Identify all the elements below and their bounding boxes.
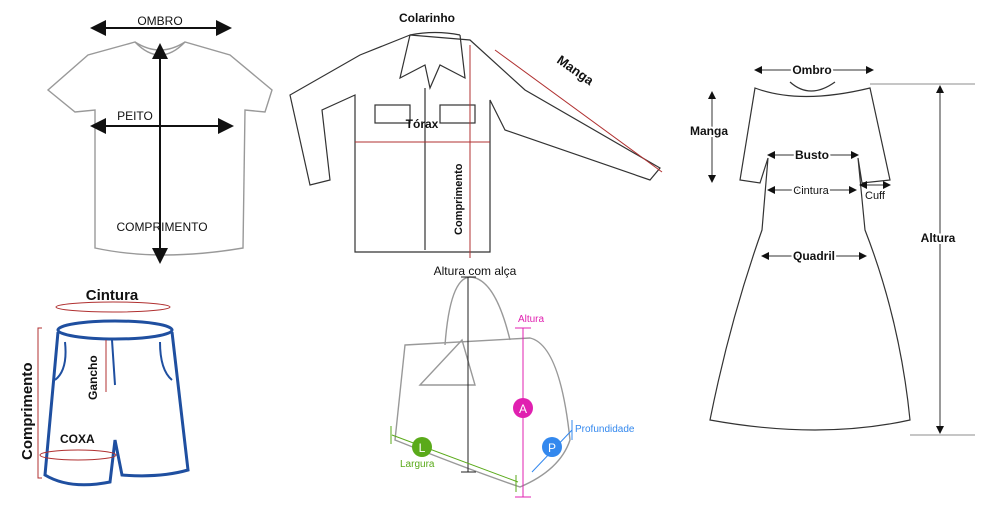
shirt-collar-measure — [409, 31, 461, 36]
dress-outline — [709, 87, 911, 431]
bag-depth-label: Profundidade — [575, 424, 635, 435]
dress-shoulder-label: Ombro — [792, 63, 831, 77]
shorts-waistband — [56, 319, 174, 341]
shirt-length-label: Comprimento — [453, 163, 465, 235]
bag-width-label: Largura — [400, 459, 435, 470]
shorts-rise-label: Gancho — [86, 355, 100, 400]
shirt-sleeve-line — [494, 49, 663, 173]
shorts-thigh-label: COXA — [60, 432, 95, 446]
shirt-diagram: Colarinho Tórax Comprimento Manga — [289, 11, 663, 258]
shirt-left-pocket — [374, 104, 411, 124]
tshirt-chest-label: PEITO — [117, 109, 153, 123]
bag-height-handle-label: Altura com alça — [434, 264, 517, 278]
bag-height-badge-label: A — [519, 402, 527, 416]
shirt-collar — [399, 34, 466, 90]
bag-outline — [394, 337, 571, 488]
dress-neckline — [789, 81, 836, 92]
shorts-thigh-measure — [39, 449, 117, 461]
bag-height-label: Altura — [518, 314, 545, 325]
bag-width-badge — [412, 437, 432, 457]
shirt-sleeve-label: Manga — [554, 52, 597, 88]
dress-cuff-label: Cuff — [865, 190, 886, 202]
shorts-length-measure — [37, 327, 42, 479]
dress-bust-label: Busto — [795, 148, 829, 162]
dress-waist-label: Cintura — [793, 185, 829, 197]
tshirt-shoulder-label: OMBRO — [137, 14, 182, 28]
dress-height-label: Altura — [921, 231, 956, 245]
bag-width-badge-label: L — [419, 441, 426, 455]
shorts-details — [54, 339, 173, 386]
shorts-diagram: Cintura Comprimento Gancho COXA — [19, 287, 190, 487]
shirt-right-pocket — [439, 104, 476, 124]
dress-sleeve-label: Manga — [690, 124, 728, 138]
bag-handle — [444, 276, 511, 346]
shorts-outline — [43, 331, 190, 487]
bag-diagram: Altura com alça Altura A L Largura P Pro… — [390, 264, 635, 498]
dress-diagram: Ombro Manga Busto Cintura Cuff Quadril A… — [688, 61, 975, 436]
shorts-length-label: Comprimento — [19, 363, 36, 461]
dress-hip-label: Quadril — [793, 249, 835, 263]
tshirt-length-label: COMPRIMENTO — [116, 220, 207, 234]
shorts-waist-measure — [55, 301, 171, 313]
shirt-outline — [289, 34, 661, 253]
bag-height-badge — [513, 398, 533, 418]
shorts-waist-label: Cintura — [86, 287, 139, 304]
shirt-collar-label: Colarinho — [399, 11, 455, 25]
tshirt-diagram: OMBRO PEITO COMPRIMENTO — [46, 14, 273, 264]
bag-flap — [418, 338, 476, 386]
bag-depth-badge — [542, 437, 562, 457]
bag-depth-badge-label: P — [548, 441, 556, 455]
shirt-chest-label: Tórax — [406, 117, 439, 131]
